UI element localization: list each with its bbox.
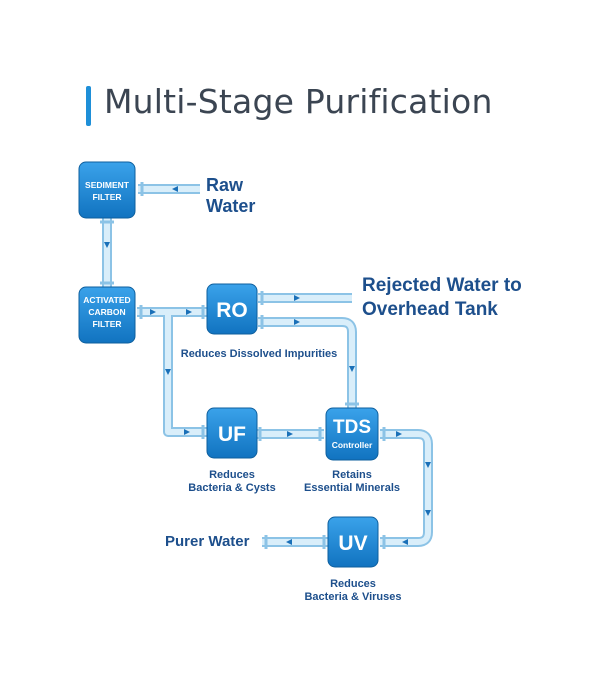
uf-description: Reduces Bacteria & Cysts: [170, 469, 294, 495]
uf-box: UF: [206, 407, 258, 459]
tds-description-line2: Essential Minerals: [304, 482, 400, 494]
flow-arrow-icon: [150, 309, 156, 315]
uf-description-line2: Bacteria & Cysts: [188, 482, 276, 494]
carbon-label-line3: FILTER: [92, 319, 121, 329]
flow-arrows: [104, 186, 431, 545]
ro-box: RO: [206, 283, 258, 335]
flow-arrow-icon: [349, 366, 355, 372]
uv-description: Reduces Bacteria & Viruses: [291, 578, 415, 604]
flow-arrow-icon: [104, 242, 110, 248]
tds-controller-box: TDS Controller: [325, 407, 379, 461]
carbon-label-line1: ACTIVATED: [83, 295, 130, 305]
flow-arrow-icon: [425, 462, 431, 468]
flow-arrow-icon: [294, 319, 300, 325]
uv-label: UV: [338, 532, 367, 555]
uv-description-line2: Bacteria & Viruses: [304, 591, 402, 603]
sediment-label-line2: FILTER: [92, 192, 121, 202]
tds-label: TDS: [333, 417, 371, 438]
pipes: [100, 182, 433, 549]
flow-arrow-icon: [425, 510, 431, 516]
flow-arrow-icon: [184, 429, 190, 435]
uv-description-line1: Reduces: [330, 578, 376, 590]
pipe-ro-to-tds: [258, 317, 357, 408]
flow-arrow-icon: [172, 186, 178, 192]
flow-arrow-icon: [165, 369, 171, 375]
title-accent-bar: [86, 86, 91, 126]
rejected-water-label: Rejected Water to Overhead Tank: [362, 274, 522, 322]
pipe-carbon-to-uf: [163, 312, 207, 437]
rejected-water-line2: Overhead Tank: [362, 299, 498, 320]
uf-label: UF: [218, 423, 246, 446]
page-title: Multi-Stage Purification: [104, 82, 493, 121]
flow-arrow-icon: [396, 431, 402, 437]
sediment-filter-box: SEDIMENT FILTER: [78, 161, 136, 219]
ro-label: RO: [216, 299, 248, 322]
rejected-water-line1: Rejected Water to: [362, 275, 522, 296]
flow-arrow-icon: [286, 539, 292, 545]
sediment-label-line1: SEDIMENT: [85, 180, 130, 190]
tds-sub-label: Controller: [332, 440, 373, 450]
ro-description: Reduces Dissolved Impurities: [180, 348, 338, 360]
flow-arrow-icon: [186, 309, 192, 315]
tds-description: Retains Essential Minerals: [290, 469, 414, 495]
flow-arrow-icon: [287, 431, 293, 437]
flow-arrow-icon: [402, 539, 408, 545]
uf-description-line1: Reduces: [209, 469, 255, 481]
raw-water-label: Raw Water: [206, 175, 255, 217]
purer-water-label: Purer Water: [165, 533, 250, 550]
uv-box: UV: [327, 516, 379, 568]
raw-water-line1: Raw: [206, 175, 244, 195]
carbon-label-line2: CARBON: [88, 307, 125, 317]
tds-description-line1: Retains: [332, 469, 372, 481]
carbon-filter-box: ACTIVATED CARBON FILTER: [78, 286, 136, 344]
raw-water-line2: Water: [206, 196, 256, 216]
flow-arrow-icon: [294, 295, 300, 301]
